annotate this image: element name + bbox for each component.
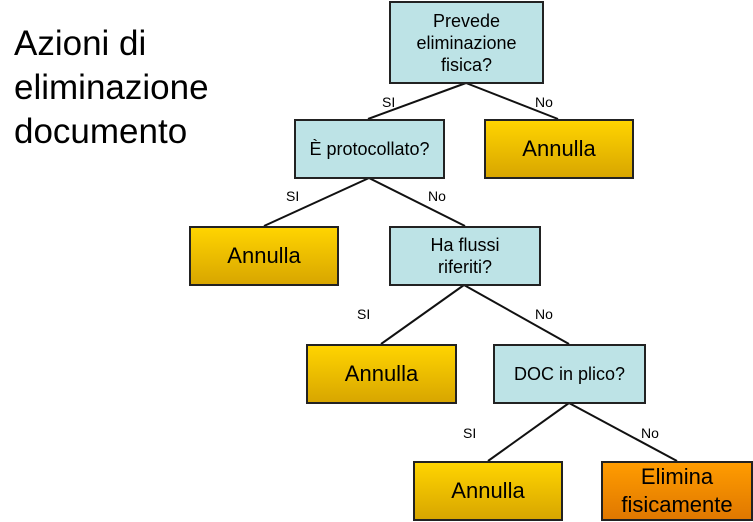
- edge-q1-no: [465, 82, 559, 120]
- edge-q2-yes: [263, 177, 370, 227]
- node-a2: Annulla: [189, 226, 339, 286]
- node-delete: Elimina fisicamente: [601, 461, 753, 521]
- node-a4: Annulla: [413, 461, 563, 521]
- label-no: No: [428, 188, 446, 204]
- node-q3: Ha flussi riferiti?: [389, 226, 541, 286]
- label-no: No: [641, 425, 659, 441]
- node-a3: Annulla: [306, 344, 457, 404]
- label-no: No: [535, 94, 553, 110]
- node-q4: DOC in plico?: [493, 344, 646, 404]
- edge-q1-yes: [367, 82, 467, 120]
- node-q1: Prevede eliminazione fisica?: [389, 1, 544, 84]
- label-yes: SI: [357, 306, 371, 322]
- title-line: Azioni di: [14, 24, 147, 63]
- edge-q3-yes: [380, 284, 465, 345]
- label-no: No: [535, 306, 553, 322]
- label-yes: SI: [382, 94, 396, 110]
- title-line: documento: [14, 112, 188, 151]
- node-q2: È protocollato?: [294, 119, 445, 179]
- edge-q2-no: [368, 177, 466, 227]
- diagram-title: Azioni di eliminazione documento: [14, 22, 209, 154]
- edge-q4-no: [568, 402, 678, 462]
- edge-q4-yes: [487, 402, 570, 462]
- label-yes: SI: [286, 188, 300, 204]
- edge-q3-no: [463, 284, 570, 345]
- label-yes: SI: [463, 425, 477, 441]
- node-a1: Annulla: [484, 119, 634, 179]
- title-line: eliminazione: [14, 68, 209, 107]
